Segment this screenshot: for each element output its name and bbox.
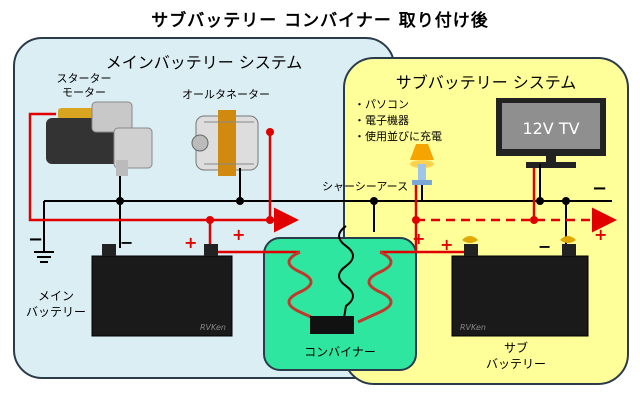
combiner-label: コンバイナー — [304, 345, 376, 359]
main-system-label: メインバッテリー システム — [106, 53, 303, 72]
use-item-3: ・使用並びに充電 — [354, 129, 442, 143]
use-item-2: ・電子機器 — [354, 113, 409, 127]
ground-symbol — [34, 251, 54, 263]
sub-battery-label-1: サブ — [504, 340, 528, 355]
alternator-terminal — [266, 128, 274, 136]
alternator-icon — [191, 110, 259, 176]
chassis-ground-label: シャーシーアース — [322, 180, 408, 193]
sub-battery-label-2: バッテリー — [486, 357, 546, 371]
starter-motor-icon — [46, 101, 153, 176]
junction-dot-red-3 — [412, 216, 420, 224]
main-battery-label-1: メイン — [38, 289, 74, 303]
minus-symbol-ground: − — [28, 229, 43, 250]
sub-system-label: サブバッテリー システム — [396, 73, 577, 92]
combiner-module — [310, 316, 354, 334]
sub-battery-icon — [451, 236, 589, 337]
combiner-coils — [287, 225, 393, 331]
diagram-title: サブバッテリー コンバイナー 取り付け後 — [151, 11, 489, 31]
plus-symbol-main-battery: + — [184, 233, 197, 252]
main-battery-brand: RVKen — [200, 323, 226, 332]
main-battery-icon — [91, 244, 233, 337]
junction-dot-red-1 — [206, 216, 214, 224]
use-item-1: ・パソコン — [354, 98, 409, 111]
alternator-label: オールタネーター — [182, 88, 270, 101]
minus-symbol-main-battery: − — [120, 233, 133, 252]
positive-wires-main — [28, 112, 300, 254]
minus-symbol-sub-ground: − — [592, 178, 607, 199]
starter-label-1: スターター — [57, 72, 112, 85]
plus-symbol-sub-left: + — [412, 229, 425, 248]
junction-dot-red-4 — [530, 216, 538, 224]
minus-symbol-sub-battery: − — [538, 237, 551, 256]
starter-label-2: モーター — [62, 86, 106, 99]
junction-dot-red-2 — [266, 216, 274, 224]
plus-symbol-sub-wire: + — [594, 225, 607, 244]
positive-wires-sub — [380, 168, 617, 254]
junction-dots — [116, 197, 570, 205]
tv-label: 12V TV — [522, 119, 579, 138]
sub-battery-brand: RVKen — [460, 323, 486, 332]
plus-symbol-main-wire: + — [232, 225, 245, 244]
lamp-icon — [410, 144, 434, 185]
plus-symbol-sub-battery: + — [440, 235, 453, 254]
tv-icon — [496, 98, 606, 168]
main-battery-label-2: バッテリー — [26, 305, 86, 319]
negative-wires — [43, 164, 612, 252]
